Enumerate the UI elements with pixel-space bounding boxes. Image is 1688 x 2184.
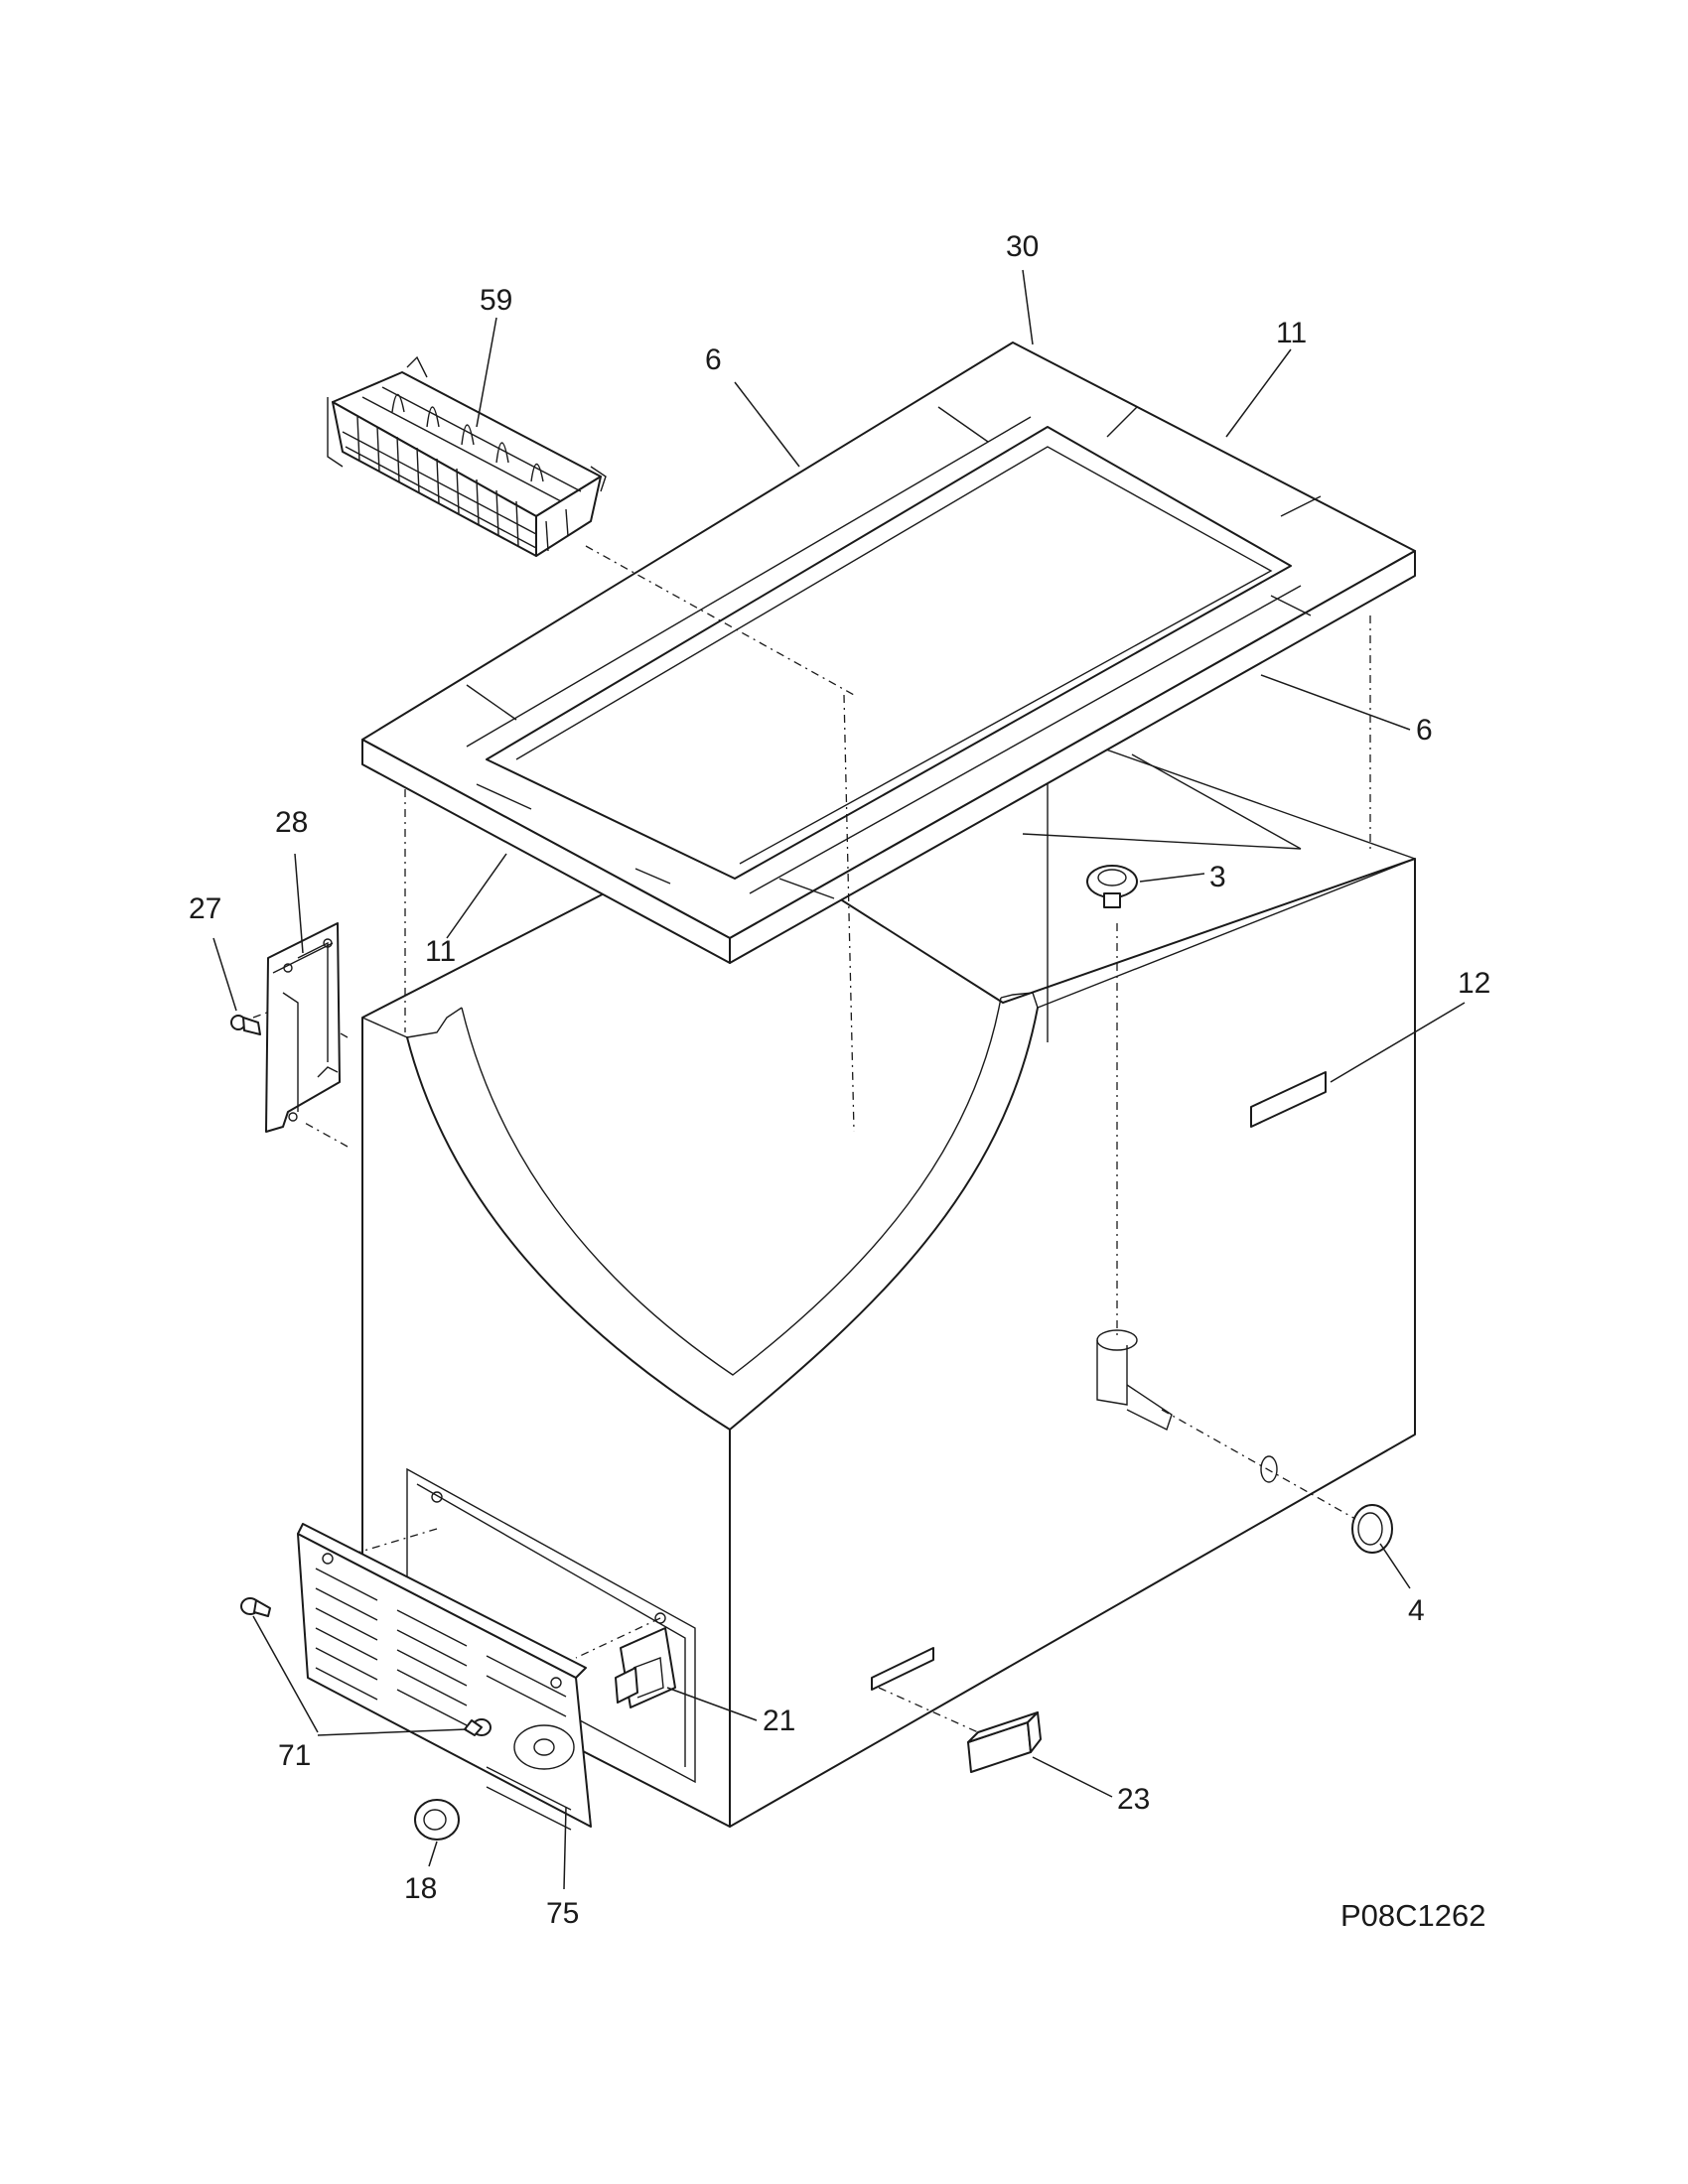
callout-6-top: 6 — [705, 343, 722, 376]
light-switch-23 — [871, 1647, 1042, 1773]
callout-71: 71 — [278, 1739, 311, 1772]
knob-18 — [414, 1799, 460, 1841]
basket — [327, 355, 607, 557]
drain-plug — [1086, 865, 1138, 908]
screw-27 — [230, 1015, 261, 1035]
gasket-frame — [361, 341, 1416, 964]
callouts: 30 11 59 6 6 28 27 3 11 12 4 21 71 23 18… — [189, 230, 1490, 1930]
callout-23: 23 — [1117, 1783, 1150, 1816]
callout-18: 18 — [404, 1872, 437, 1905]
callout-3: 3 — [1209, 861, 1226, 893]
callout-21: 21 — [763, 1705, 795, 1737]
callout-12: 12 — [1458, 967, 1490, 1000]
diagram-code: P08C1262 — [1340, 1898, 1486, 1933]
callout-59: 59 — [480, 284, 512, 317]
screws-71 — [240, 1597, 492, 1736]
hinge-bracket — [265, 922, 341, 1133]
callout-11-left: 11 — [425, 935, 456, 968]
grille-recess — [406, 1467, 696, 1784]
callout-11-top: 11 — [1276, 317, 1307, 349]
callout-27: 27 — [189, 892, 221, 925]
drain-cap — [1351, 1504, 1393, 1554]
kick-plate — [297, 1523, 592, 1831]
callout-75: 75 — [546, 1897, 579, 1930]
callout-4: 4 — [1408, 1594, 1425, 1627]
callout-28: 28 — [275, 806, 308, 839]
thermostat-21 — [615, 1627, 676, 1708]
label-plate — [1250, 1071, 1327, 1128]
leader-lines — [212, 269, 1466, 1890]
callout-6-right: 6 — [1416, 714, 1433, 747]
callout-30: 30 — [1006, 230, 1039, 263]
drain-tube — [1096, 1329, 1278, 1483]
